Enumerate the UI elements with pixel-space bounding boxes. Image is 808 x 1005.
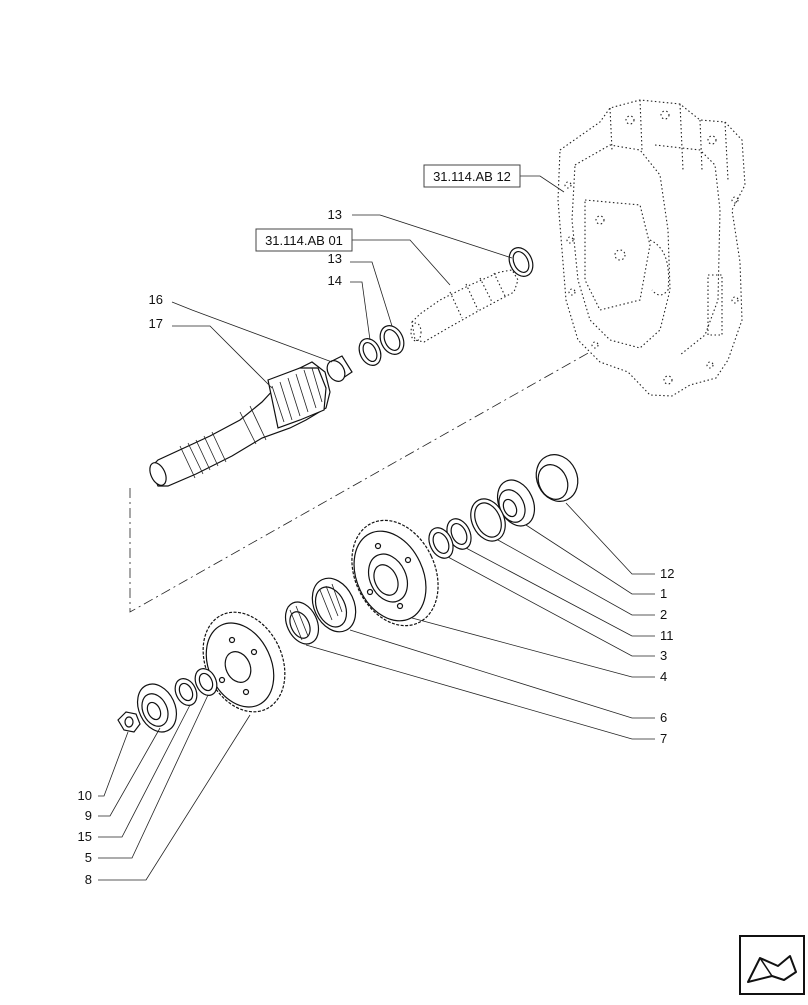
reference-shaft[interactable]: 31.114.AB 01 xyxy=(255,228,353,252)
reference-housing[interactable]: 31.114.AB 12 xyxy=(423,164,521,188)
ring-3 xyxy=(428,527,454,559)
snap-ring-13-upper xyxy=(508,247,534,277)
bearing-1 xyxy=(496,479,536,527)
callout-labels: 13 13 14 16 17 12 1 2 11 3 4 6 7 10 9 15… xyxy=(78,207,675,887)
callout-3: 3 xyxy=(660,648,667,663)
snap-ring-13-lower xyxy=(379,325,405,355)
main-shaft-17 xyxy=(149,361,331,487)
callout-8: 8 xyxy=(85,872,92,887)
next-page-arrow-icon[interactable] xyxy=(739,935,805,995)
callout-9: 9 xyxy=(85,808,92,823)
gear-8 xyxy=(202,611,286,713)
callout-7: 7 xyxy=(660,731,667,746)
callout-5: 5 xyxy=(85,850,92,865)
callout-13-lower: 13 xyxy=(328,251,342,266)
reference-shaft-label: 31.114.AB 01 xyxy=(265,233,343,248)
transmission-housing xyxy=(557,99,746,397)
callout-17: 17 xyxy=(149,316,163,331)
assembly-outline xyxy=(129,351,591,613)
callout-14: 14 xyxy=(328,273,342,288)
callout-11: 11 xyxy=(660,628,674,643)
bearing-cup-12 xyxy=(535,454,579,502)
leader-lines xyxy=(98,175,655,881)
sleeve-7 xyxy=(284,601,320,645)
bearing-9 xyxy=(136,683,178,733)
callout-6: 6 xyxy=(660,710,667,725)
callout-16: 16 xyxy=(149,292,163,307)
splined-input-shaft xyxy=(410,269,519,343)
callout-10: 10 xyxy=(78,788,92,803)
callout-12: 12 xyxy=(660,566,674,581)
gear-4 xyxy=(351,519,439,627)
callout-4: 4 xyxy=(660,669,667,684)
callout-2: 2 xyxy=(660,607,667,622)
washer-11 xyxy=(446,518,472,550)
ring-15 xyxy=(174,678,198,706)
callout-1: 1 xyxy=(660,586,667,601)
callout-13-upper: 13 xyxy=(328,207,342,222)
nut-10 xyxy=(117,711,141,733)
ring-14 xyxy=(358,338,382,366)
coupling-6 xyxy=(311,577,357,633)
washer-5 xyxy=(194,668,218,696)
callout-15: 15 xyxy=(78,829,92,844)
bushing-16 xyxy=(326,355,353,382)
reference-housing-label: 31.114.AB 12 xyxy=(433,169,511,184)
snap-ring-2 xyxy=(470,498,506,542)
